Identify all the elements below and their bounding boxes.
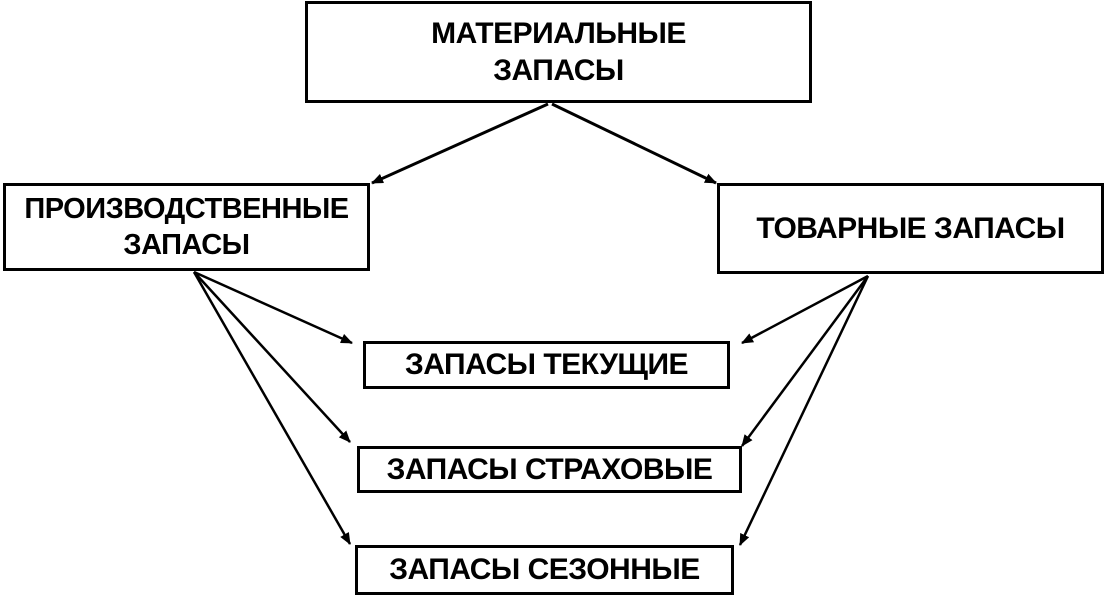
- node-trade-reserves-label: ТОВАРНЫЕ ЗАПАСЫ: [756, 211, 1065, 245]
- node-material-reserves-line-2: ЗАПАСЫ: [493, 54, 624, 87]
- arrow-prod-to-safe: [193, 271, 351, 443]
- arrow-trade-to-cur: [741, 274, 869, 345]
- node-production-reserves-line-1: ПРОИЗВОДСТВЕННЫЕ: [24, 192, 349, 225]
- node-production-reserves: ПРОИЗВОДСТВЕННЫЕ ЗАПАСЫ: [3, 183, 370, 271]
- node-current-reserves: ЗАПАСЫ ТЕКУЩИЕ: [363, 341, 730, 389]
- arrow-trade-to-safe: [740, 275, 870, 447]
- node-safety-reserves: ЗАПАСЫ СТРАХОВЫЕ: [357, 446, 742, 493]
- arrow-root-to-trade: [551, 102, 717, 185]
- node-production-reserves-line-2: ЗАПАСЫ: [123, 229, 250, 261]
- node-seasonal-reserves: ЗАПАСЫ СЕЗОННЫЕ: [355, 545, 734, 595]
- arrow-trade-to-seas: [738, 275, 870, 546]
- arrow-prod-to-seas: [192, 271, 352, 545]
- arrow-prod-to-cur: [193, 270, 353, 345]
- node-trade-reserves: ТОВАРНЫЕ ЗАПАСЫ: [717, 183, 1104, 274]
- arrow-root-to-prod: [371, 102, 549, 185]
- node-seasonal-reserves-label: ЗАПАСЫ СЕЗОННЫЕ: [389, 553, 700, 587]
- node-safety-reserves-label: ЗАПАСЫ СТРАХОВЫЕ: [386, 452, 713, 486]
- node-current-reserves-label: ЗАПАСЫ ТЕКУЩИЕ: [404, 348, 689, 382]
- node-material-reserves-line-1: МАТЕРИАЛЬНЫЕ: [431, 16, 686, 50]
- node-material-reserves: МАТЕРИАЛЬНЫЕ ЗАПАСЫ: [305, 1, 812, 103]
